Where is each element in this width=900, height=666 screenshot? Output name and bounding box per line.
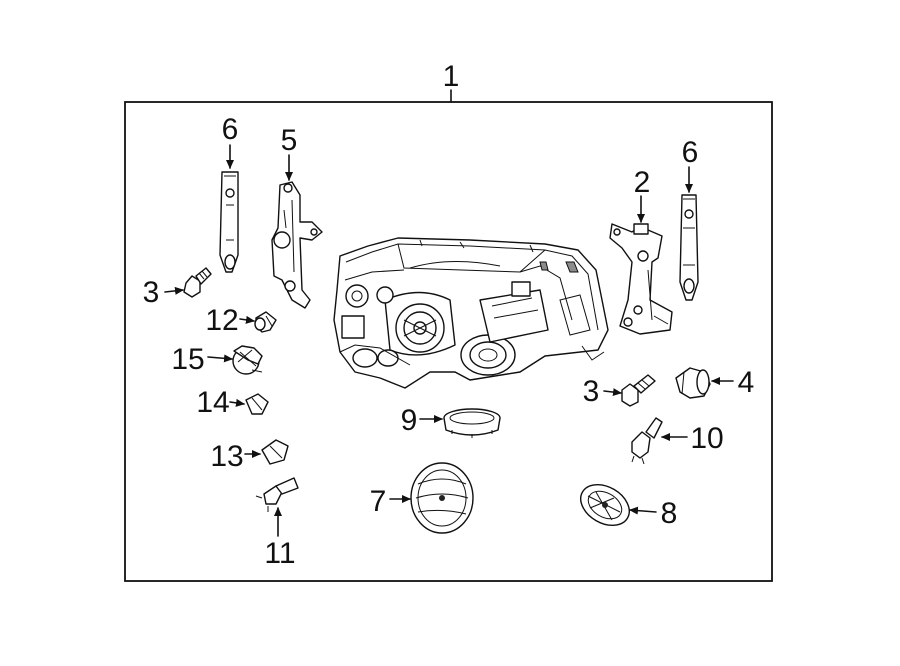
callout-8: 8 [661,497,678,530]
callout-12: 12 [205,304,238,337]
mounting-bracket-left [271,181,323,309]
callout-2: 2 [634,166,651,199]
callout-11: 11 [264,537,295,570]
socket-cap [675,367,711,399]
callout-7: 7 [370,485,387,518]
callout-15: 15 [171,343,204,376]
callout-9: 9 [401,404,418,437]
callout-3-left: 3 [143,276,160,309]
callout-6-left: 6 [222,113,239,146]
callout-labels: 1 2 3 3 4 5 6 6 7 8 9 10 11 12 13 14 15 [143,60,755,570]
marker-bulb [254,311,277,333]
adjuster-rail-left [219,171,239,273]
callout-14: 14 [196,386,229,419]
callout-13: 13 [210,440,243,473]
dust-cover-large [410,462,474,534]
diagram-frame [124,101,773,582]
halogen-bulb-high [631,417,663,465]
dust-cover-small [580,484,630,526]
screw-right [621,374,656,407]
screw-left [183,267,212,298]
signal-bulb [261,439,289,465]
callout-4: 4 [738,366,755,399]
mounting-bracket-right [609,223,673,335]
wedge-bulb-small [245,393,269,415]
adjuster-rail-right [679,194,699,301]
callout-5: 5 [281,124,298,157]
headlamp-assembly [333,237,609,389]
retaining-ring [443,408,501,438]
bulb-socket [232,345,263,375]
halogen-bulb-low [255,477,299,512]
callout-3-right: 3 [583,375,600,408]
callout-1: 1 [443,60,460,93]
callout-arrows [164,144,734,537]
callout-10: 10 [690,422,723,455]
callout-6-right: 6 [682,136,699,169]
